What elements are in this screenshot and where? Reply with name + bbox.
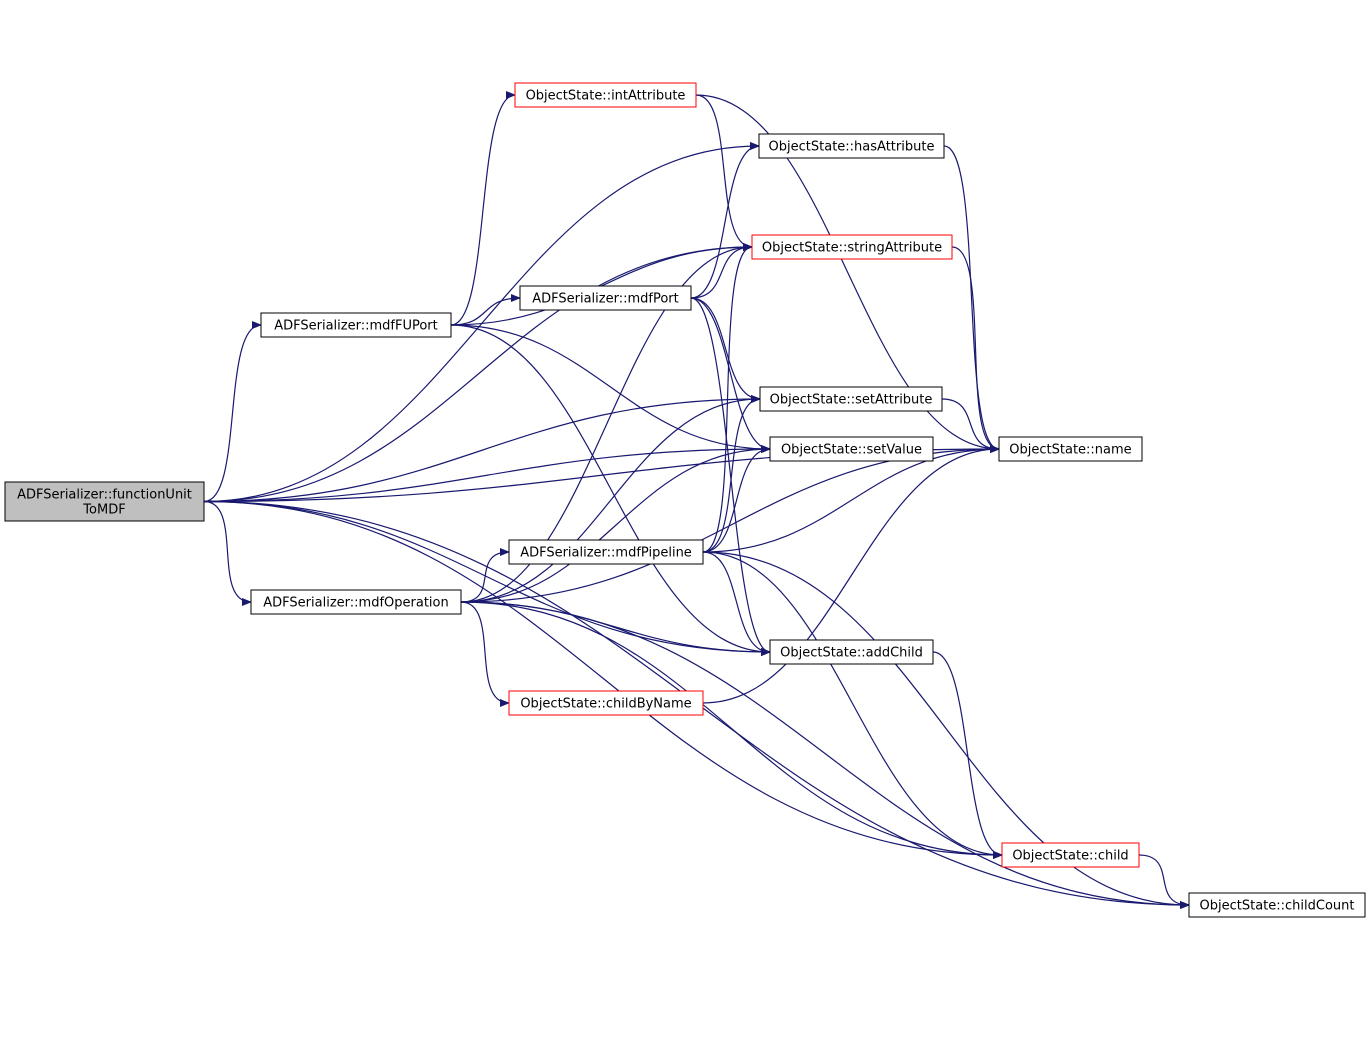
edge-hasAttribute-to-name xyxy=(943,145,1000,453)
node-box xyxy=(1001,842,1140,868)
edge-mdfOperation-to-childByName xyxy=(460,601,510,707)
node-box xyxy=(508,690,704,716)
edge-mdfPipeline-to-setValue xyxy=(702,445,771,553)
edge-setAttribute-to-name xyxy=(941,398,1000,453)
node-label: ADFSerializer::mdfOperation xyxy=(263,596,448,611)
edge-mdfPort-to-stringAttribute xyxy=(690,243,753,299)
node-box xyxy=(519,285,692,311)
edge-mdfPipeline-to-addChild xyxy=(702,551,771,656)
edge-mdfPipeline-to-stringAttribute xyxy=(702,243,753,553)
node-box xyxy=(250,589,462,615)
edge-root-to-mdfFUPort xyxy=(203,321,262,503)
node-box xyxy=(514,82,697,108)
node-addChild[interactable]: ObjectState::addChild xyxy=(769,639,934,665)
node-label: ObjectState::intAttribute xyxy=(526,89,686,104)
edge-mdfFUPort-to-addChild xyxy=(450,324,771,656)
node-label: ADFSerializer::mdfFUPort xyxy=(274,319,438,334)
node-box xyxy=(508,539,704,565)
node-intAttribute[interactable]: ObjectState::intAttribute xyxy=(514,82,697,108)
node-box xyxy=(758,133,945,159)
node-setAttribute[interactable]: ObjectState::setAttribute xyxy=(759,386,943,412)
node-label: ToMDF xyxy=(82,503,125,518)
edge-mdfPipeline-to-childCount xyxy=(702,551,1190,909)
edge-root-to-child xyxy=(203,500,1003,859)
edge-child-to-childCount xyxy=(1138,854,1190,909)
edge-mdfPipeline-to-setAttribute xyxy=(702,395,761,553)
node-label: ObjectState::hasAttribute xyxy=(769,140,935,155)
node-box xyxy=(998,436,1143,462)
node-childByName[interactable]: ObjectState::childByName xyxy=(508,690,704,716)
node-childCount[interactable]: ObjectState::childCount xyxy=(1188,892,1366,918)
node-label: ObjectState::addChild xyxy=(780,646,923,661)
edge-mdfOperation-to-setValue xyxy=(460,445,771,603)
node-setValue[interactable]: ObjectState::setValue xyxy=(769,436,934,462)
edge-mdfPort-to-addChild xyxy=(690,297,771,656)
edge-mdfOperation-to-childCount xyxy=(460,601,1190,909)
node-label: ObjectState::setValue xyxy=(781,443,922,458)
node-mdfOperation[interactable]: ADFSerializer::mdfOperation xyxy=(250,589,462,615)
edge-intAttribute-to-stringAttribute xyxy=(695,94,753,251)
node-label: ObjectState::setAttribute xyxy=(770,393,933,408)
edge-intAttribute-to-name xyxy=(695,94,1000,453)
node-box xyxy=(4,481,205,522)
node-box xyxy=(751,234,953,260)
node-name[interactable]: ObjectState::name xyxy=(998,436,1143,462)
edge-root-to-setValue xyxy=(203,445,771,503)
edge-mdfPort-to-hasAttribute xyxy=(690,142,760,299)
node-label: ObjectState::child xyxy=(1012,849,1128,864)
nodes-layer: ADFSerializer::functionUnitToMDFADFSeria… xyxy=(4,82,1366,918)
edge-root-to-stringAttribute xyxy=(203,243,753,503)
node-box xyxy=(1188,892,1366,918)
node-box xyxy=(769,639,934,665)
node-label: ObjectState::stringAttribute xyxy=(762,241,942,256)
edge-root-to-mdfOperation xyxy=(203,500,252,606)
edge-mdfPort-to-setValue xyxy=(690,297,771,453)
node-box xyxy=(769,436,934,462)
node-mdfPipeline[interactable]: ADFSerializer::mdfPipeline xyxy=(508,539,704,565)
node-box xyxy=(759,386,943,412)
node-mdfPort[interactable]: ADFSerializer::mdfPort xyxy=(519,285,692,311)
edges-layer xyxy=(203,91,1190,909)
edge-mdfFUPort-to-mdfPort xyxy=(450,294,521,326)
edge-mdfPipeline-to-name xyxy=(702,445,1000,553)
edge-mdfOperation-to-mdfPipeline xyxy=(460,548,510,603)
edge-childByName-to-name xyxy=(702,445,1000,704)
node-label: ADFSerializer::mdfPort xyxy=(532,292,679,307)
edge-addChild-to-child xyxy=(932,651,1003,859)
node-label: ObjectState::childByName xyxy=(520,697,691,712)
edge-stringAttribute-to-name xyxy=(951,246,1000,453)
node-label: ADFSerializer::functionUnit xyxy=(17,488,192,503)
edge-mdfPipeline-to-child xyxy=(702,551,1003,859)
edge-mdfOperation-to-stringAttribute xyxy=(460,243,753,603)
edge-mdfFUPort-to-intAttribute xyxy=(450,91,516,326)
node-label: ADFSerializer::mdfPipeline xyxy=(520,546,692,561)
edge-mdfOperation-to-setAttribute xyxy=(460,395,761,603)
node-hasAttribute[interactable]: ObjectState::hasAttribute xyxy=(758,133,945,159)
edge-mdfOperation-to-child xyxy=(460,601,1003,859)
edge-root-to-setAttribute xyxy=(203,395,761,503)
node-box xyxy=(260,312,452,338)
edge-mdfPort-to-setAttribute xyxy=(690,297,761,403)
node-stringAttribute[interactable]: ObjectState::stringAttribute xyxy=(751,234,953,260)
edge-mdfFUPort-to-setValue xyxy=(450,324,771,453)
edge-root-to-addChild xyxy=(203,500,771,656)
node-mdfFUPort[interactable]: ADFSerializer::mdfFUPort xyxy=(260,312,452,338)
node-child[interactable]: ObjectState::child xyxy=(1001,842,1140,868)
node-label: ObjectState::childCount xyxy=(1200,899,1355,914)
node-label: ObjectState::name xyxy=(1009,443,1131,458)
